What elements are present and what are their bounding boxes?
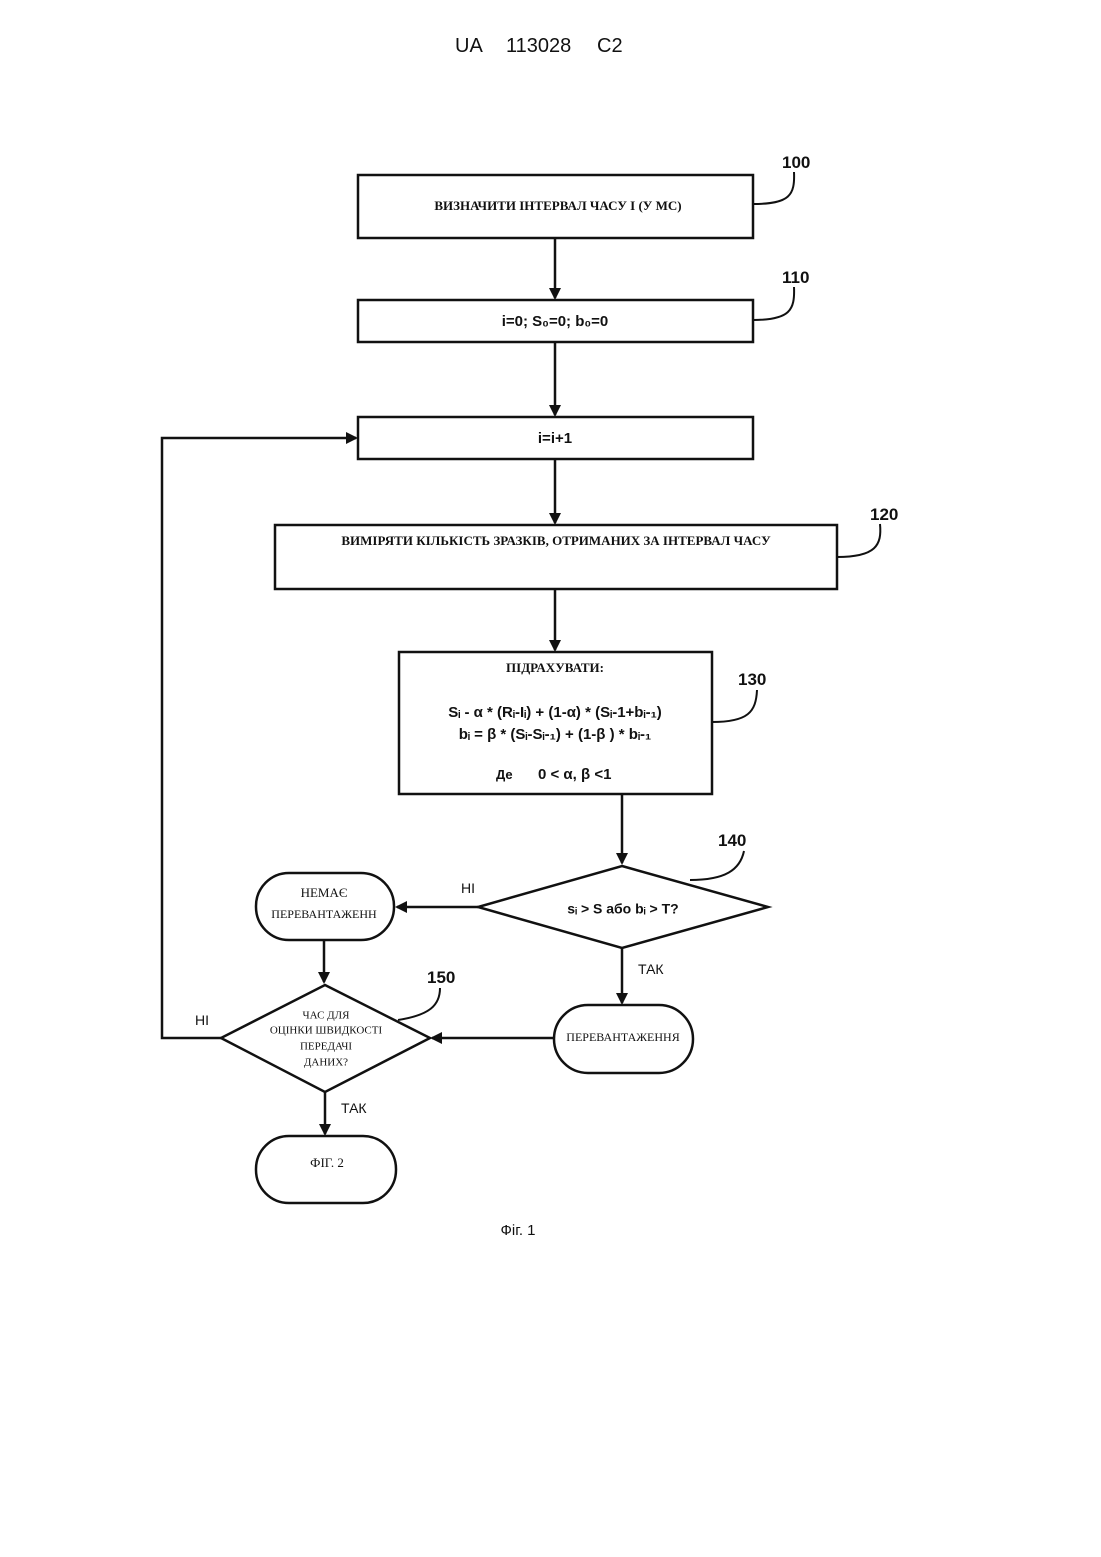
step-increment: i=i+1	[358, 417, 753, 459]
ref-140: 140	[718, 831, 746, 850]
decision-150-leader	[398, 988, 440, 1020]
step-130-equation-s: Sᵢ - α * (Rᵢ-Iᵢ) + (1-α) * (Sᵢ-1+bᵢ-₁)	[448, 704, 662, 721]
step-120: ВИМІРЯТИ КІЛЬКІСТЬ ЗРАЗКІВ, ОТРИМАНИХ ЗА…	[275, 505, 898, 589]
decision-150-line4: ДАНИХ?	[304, 1057, 348, 1069]
patent-number: 113028	[506, 35, 571, 57]
step-100: ВИЗНАЧИТИ ІНТЕРВАЛ ЧАСУ I (У МС) 100	[358, 153, 810, 238]
step-100-leader	[753, 172, 794, 204]
ref-150: 150	[427, 968, 455, 987]
step-130-title: ПІДРАХУВАТИ:	[506, 660, 604, 675]
overload-label: ПЕРЕВАНТАЖЕННЯ	[566, 1030, 679, 1044]
figure-caption: Фіг. 1	[500, 1222, 535, 1239]
ref-120: 120	[870, 505, 898, 524]
step-130-leader	[712, 690, 757, 722]
fig2-label: ФІГ. 2	[310, 1155, 344, 1170]
step-100-label: ВИЗНАЧИТИ ІНТЕРВАЛ ЧАСУ I (У МС)	[434, 198, 681, 213]
increment-label: i=i+1	[538, 430, 572, 447]
step-120-label: ВИМІРЯТИ КІЛЬКІСТЬ ЗРАЗКІВ, ОТРИМАНИХ ЗА…	[341, 533, 771, 548]
step-130-where-label: Де	[496, 767, 513, 782]
step-110-leader	[753, 287, 794, 320]
ref-130: 130	[738, 670, 766, 689]
decision-150: ЧАС ДЛЯ ОЦІНКИ ШВИДКОСТІ ПЕРЕДАЧІ ДАНИХ?…	[221, 968, 455, 1092]
overload-terminal: ПЕРЕВАНТАЖЕННЯ	[554, 1005, 693, 1073]
no-overload-line2: ПЕРЕВАНТАЖЕНН	[271, 907, 377, 921]
patent-header: UA 113028 C2	[455, 35, 623, 57]
decision-150-no-label: НІ	[195, 1012, 209, 1028]
country-code: UA	[455, 35, 483, 57]
decision-140-no-label: НІ	[461, 880, 475, 896]
step-110-label: i=0; S₀=0; b₀=0	[502, 313, 609, 330]
decision-150-line3: ПЕРЕДАЧІ	[300, 1041, 352, 1053]
decision-150-yes-label: ТАК	[341, 1100, 367, 1116]
decision-140-label: sᵢ > S або bᵢ > T?	[567, 901, 678, 917]
ref-110: 110	[782, 268, 809, 287]
step-120-leader	[837, 524, 880, 557]
step-130: ПІДРАХУВАТИ: Sᵢ - α * (Rᵢ-Iᵢ) + (1-α) * …	[399, 652, 766, 794]
decision-150-line1: ЧАС ДЛЯ	[303, 1010, 351, 1022]
decision-140-leader	[690, 851, 744, 880]
step-110: i=0; S₀=0; b₀=0 110	[358, 268, 809, 342]
patent-kind: C2	[597, 35, 623, 57]
step-130-where-condition: 0 < α, β <1	[538, 766, 611, 783]
decision-150-diamond	[221, 985, 430, 1092]
ref-100: 100	[782, 153, 810, 172]
fig2-terminal: ФІГ. 2	[256, 1136, 396, 1203]
no-overload-line1: НЕМАЄ	[301, 885, 348, 900]
decision-140-yes-label: ТАК	[638, 961, 664, 977]
decision-150-line2: ОЦІНКИ ШВИДКОСТІ	[270, 1025, 383, 1037]
no-overload-terminal: НЕМАЄ ПЕРЕВАНТАЖЕНН	[256, 873, 394, 940]
step-130-equation-b: bᵢ = β * (Sᵢ-Sᵢ-₁) + (1-β ) * bᵢ-₁	[459, 726, 652, 743]
